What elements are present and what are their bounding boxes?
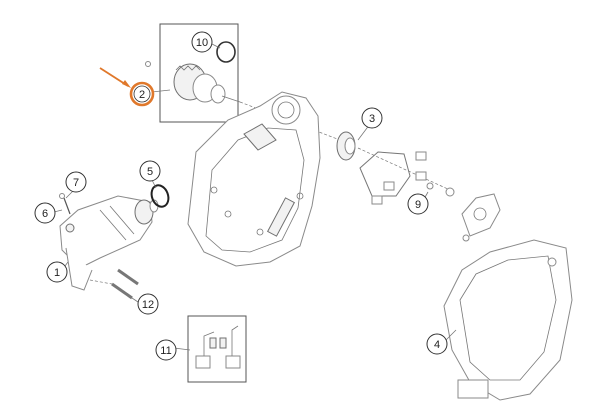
detail-frame-starter-gear <box>159 23 239 123</box>
svg-text:3: 3 <box>369 113 375 125</box>
svg-text:5: 5 <box>147 166 153 178</box>
clutch-cover <box>443 239 573 401</box>
dowel-pin <box>371 195 383 205</box>
callout-9: 9 <box>407 193 429 215</box>
screw-7 <box>63 197 71 215</box>
svg-text:10: 10 <box>196 37 208 49</box>
bolt-head <box>445 187 455 197</box>
screw-head <box>59 193 65 199</box>
svg-text:4: 4 <box>434 339 440 351</box>
o-ring-5 <box>150 184 170 208</box>
callout-4: 4 <box>426 333 448 355</box>
callout-3: 3 <box>361 107 383 129</box>
washer <box>426 182 434 190</box>
idler-gear <box>336 131 451 191</box>
dowel-pin <box>415 151 427 161</box>
svg-text:2: 2 <box>139 89 145 101</box>
bolts-12 <box>89 268 139 300</box>
o-ring-10 <box>216 41 236 63</box>
svg-text:6: 6 <box>42 208 48 220</box>
crankcase-cover <box>187 91 321 267</box>
callout-5: 5 <box>139 160 161 182</box>
dowel-pin <box>383 181 395 191</box>
starter-motor <box>59 195 159 291</box>
detail-frame-brushes <box>187 315 247 383</box>
highlight-arrow <box>99 67 131 88</box>
callout-7: 7 <box>65 171 87 193</box>
callout-12: 12 <box>137 293 159 315</box>
callout-10: 10 <box>191 31 213 53</box>
svg-text:12: 12 <box>142 299 154 311</box>
callout-2: 2 <box>129 81 155 107</box>
carbon-brushes <box>195 325 241 369</box>
small-cover <box>461 193 501 242</box>
dowel-pin <box>415 171 427 181</box>
callout-11: 11 <box>155 339 177 361</box>
svg-text:1: 1 <box>54 267 60 279</box>
callout-6: 6 <box>34 202 56 224</box>
callout-1: 1 <box>46 261 68 283</box>
svg-text:7: 7 <box>73 177 79 189</box>
small-bolt <box>145 61 151 67</box>
svg-text:9: 9 <box>415 199 421 211</box>
svg-text:11: 11 <box>160 345 171 357</box>
